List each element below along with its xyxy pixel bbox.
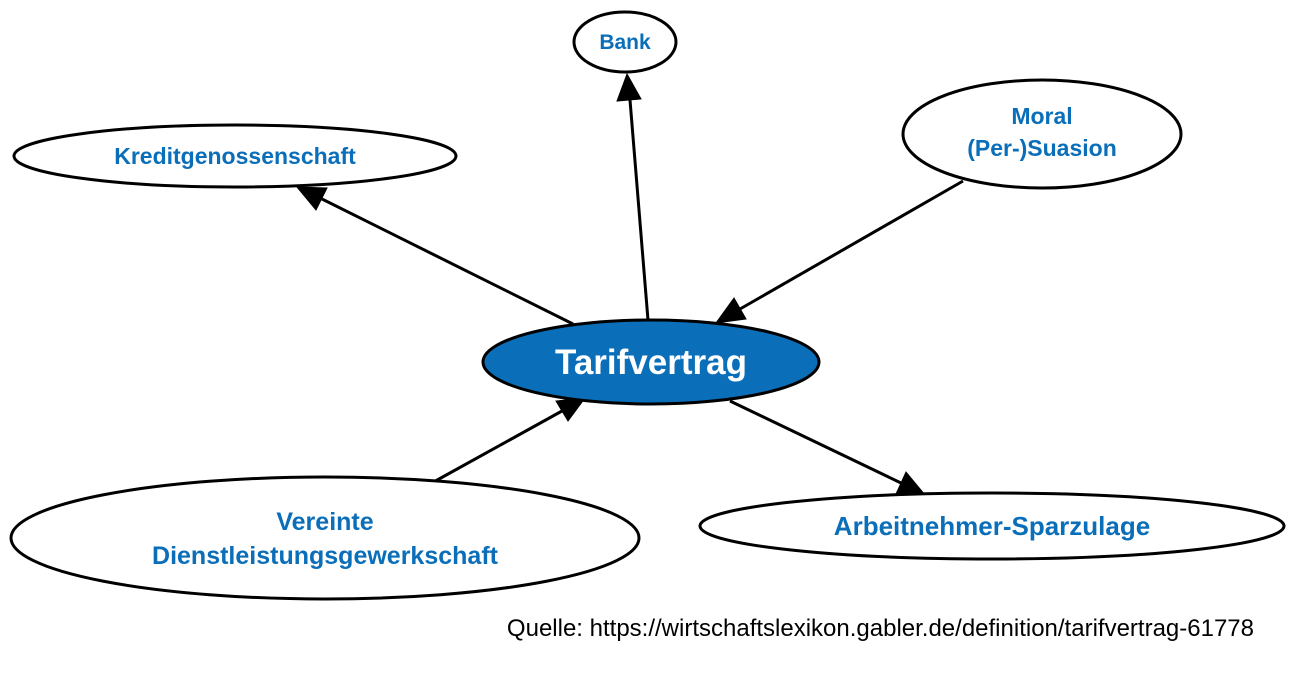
arrowhead-from-moral [714,297,747,324]
node-tarifvertrag-label: Tarifvertrag [555,343,747,382]
arrowhead-bank [616,72,642,102]
edge-center-to-bank [616,72,650,321]
node-verdi-line2: Dienstleistungsgewerkschaft [152,542,499,570]
node-moral-suasion: Moral (Per-)Suasion [901,78,1183,190]
edge-moral-to-center [714,179,964,324]
node-kreditgenossenschaft-label: Kreditgenossenschaft [114,143,356,169]
node-sparzulage-label: Arbeitnehmer-Sparzulage [834,511,1150,541]
arrowhead-kreditgenossenschaft [295,186,328,211]
edge-verdi-to-center [429,397,587,486]
node-bank: Bank [572,10,678,74]
arrowhead-sparzulage [895,471,927,496]
node-tarifvertrag: Tarifvertrag [481,318,821,406]
node-moral-line1: Moral [1011,103,1072,129]
node-arbeitnehmer-sparzulage: Arbeitnehmer-Sparzulage [698,491,1286,561]
source-citation: Quelle: https://wirtschaftslexikon.gable… [507,615,1254,642]
node-verdi: Vereinte Dienstleistungsgewerkschaft [9,475,641,601]
node-kreditgenossenschaft: Kreditgenossenschaft [12,123,458,189]
edge-center-to-sparzulage [729,399,927,496]
node-moral-line2: (Per-)Suasion [967,135,1117,161]
edge-center-to-kreditgenossenschaft [295,186,574,326]
node-verdi-line1: Vereinte [276,508,373,536]
node-bank-label: Bank [599,31,651,54]
